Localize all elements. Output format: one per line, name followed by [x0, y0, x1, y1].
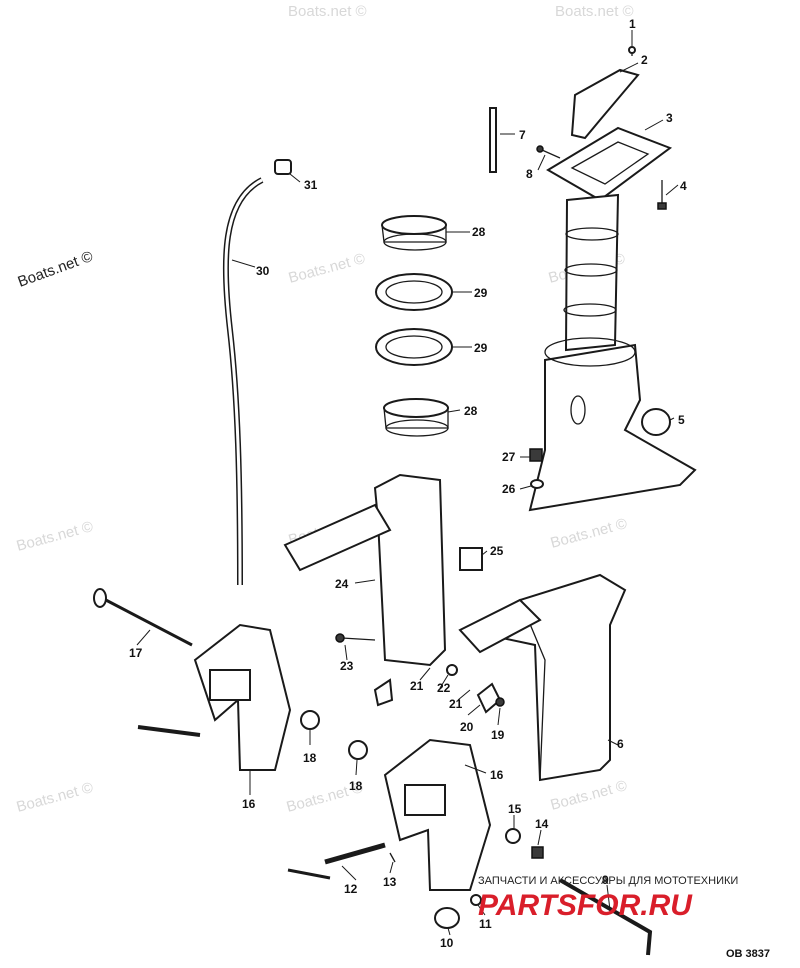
bolt-part-8: [536, 145, 561, 159]
bushing-part-28-upper: [381, 215, 447, 251]
callout-15: 15: [508, 802, 522, 816]
nut-part-27: [529, 448, 543, 462]
washer-part-26: [530, 479, 544, 489]
callout-21-right: 21: [449, 697, 463, 711]
diagram-code: OB 3837: [726, 948, 770, 960]
swivel-bracket-part-24: [283, 473, 542, 707]
shop-logo: PARTSFOR.RU: [478, 889, 693, 922]
nut-part-14: [531, 846, 544, 859]
clamp-screw-part-12: [287, 842, 386, 880]
plug-part-5: [641, 408, 671, 436]
callout-18-lower: 18: [349, 779, 363, 793]
clamp-bracket-part-16-lower: [383, 738, 492, 891]
watermark: Boats.net ©: [555, 3, 634, 20]
rod-part-9: [558, 878, 653, 956]
screw-part-1: [628, 46, 636, 56]
grommet-part-31: [274, 159, 292, 175]
callout-29-upper: 29: [474, 286, 488, 300]
callout-26: 26: [502, 482, 516, 496]
callout-1: 1: [629, 17, 636, 31]
callout-25: 25: [490, 544, 504, 558]
callout-13: 13: [383, 875, 397, 889]
washer-part-18-lower: [348, 740, 368, 760]
lever-part-20: [476, 682, 502, 714]
callout-6: 6: [617, 737, 624, 751]
callout-21-left: 21: [410, 679, 424, 693]
callout-20: 20: [460, 720, 474, 734]
watermark: Boats.net ©: [549, 777, 629, 814]
screw-part-11: [470, 894, 482, 906]
callout-28-lower: 28: [464, 404, 478, 418]
washer-part-15: [505, 828, 521, 844]
callout-23: 23: [340, 659, 354, 673]
callout-22: 22: [437, 681, 451, 695]
callout-5: 5: [678, 413, 685, 427]
hose-part-30: [222, 177, 264, 586]
callout-29-lower: 29: [474, 341, 488, 355]
callout-4: 4: [680, 179, 687, 193]
watermark: Boats.net ©: [15, 779, 95, 816]
callout-14: 14: [535, 817, 549, 831]
exhaust-housing-lower: [462, 573, 627, 782]
callout-30: 30: [256, 264, 270, 278]
callout-31: 31: [304, 178, 318, 192]
bushing-part-28-lower: [383, 398, 449, 437]
callout-11: 11: [479, 917, 492, 931]
pin-part-22: [446, 664, 458, 676]
bolt-part-4: [657, 180, 667, 210]
watermark: Boats.net ©: [16, 248, 96, 291]
callout-3: 3: [666, 111, 673, 125]
watermark: Boats.net ©: [288, 3, 367, 20]
clamp-handle-upper: [137, 725, 201, 737]
bolt-part-17: [93, 588, 193, 647]
top-plate-part-3: [546, 126, 673, 202]
callout-2: 2: [641, 53, 648, 67]
callout-8: 8: [526, 167, 533, 181]
leader-lines: [136, 30, 679, 936]
watermark: Boats.net ©: [287, 250, 367, 287]
callout-18-upper: 18: [303, 751, 317, 765]
callout-17: 17: [129, 646, 143, 660]
top-plate-recess: [570, 141, 650, 185]
callout-12: 12: [344, 882, 358, 896]
cover-plate-part-2: [570, 68, 640, 140]
hose-inner: [224, 178, 263, 586]
callout-19: 19: [491, 728, 505, 742]
washer-part-18-upper: [300, 710, 320, 730]
bearing-part-29-lower: [375, 328, 453, 366]
callout-24: 24: [335, 577, 349, 591]
pin-part-13: [389, 852, 396, 863]
callout-16-upper: 16: [242, 797, 256, 811]
callout-9: 9: [602, 873, 609, 887]
callout-7: 7: [519, 128, 526, 142]
callout-10: 10: [440, 936, 454, 950]
callout-27: 27: [502, 450, 516, 464]
watermark: Boats.net ©: [549, 515, 629, 552]
callout-28-upper: 28: [472, 225, 486, 239]
exhaust-housing-upper: [528, 193, 697, 512]
pad-part-10: [434, 907, 460, 929]
watermark: Boats.net ©: [15, 518, 95, 555]
shop-tagline: ЗАПЧАСТИ И АКСЕССУАРЫ ДЛЯ МОТОТЕХНИКИ: [478, 875, 738, 887]
clamp-bracket-part-16-upper: [193, 623, 292, 771]
bolt-part-23: [335, 633, 376, 643]
callout-16-lower: 16: [490, 768, 504, 782]
pad-part-25: [459, 547, 483, 571]
pin-part-7: [489, 107, 497, 173]
spring-part-19: [495, 697, 505, 707]
bearing-part-29-upper: [375, 273, 453, 311]
